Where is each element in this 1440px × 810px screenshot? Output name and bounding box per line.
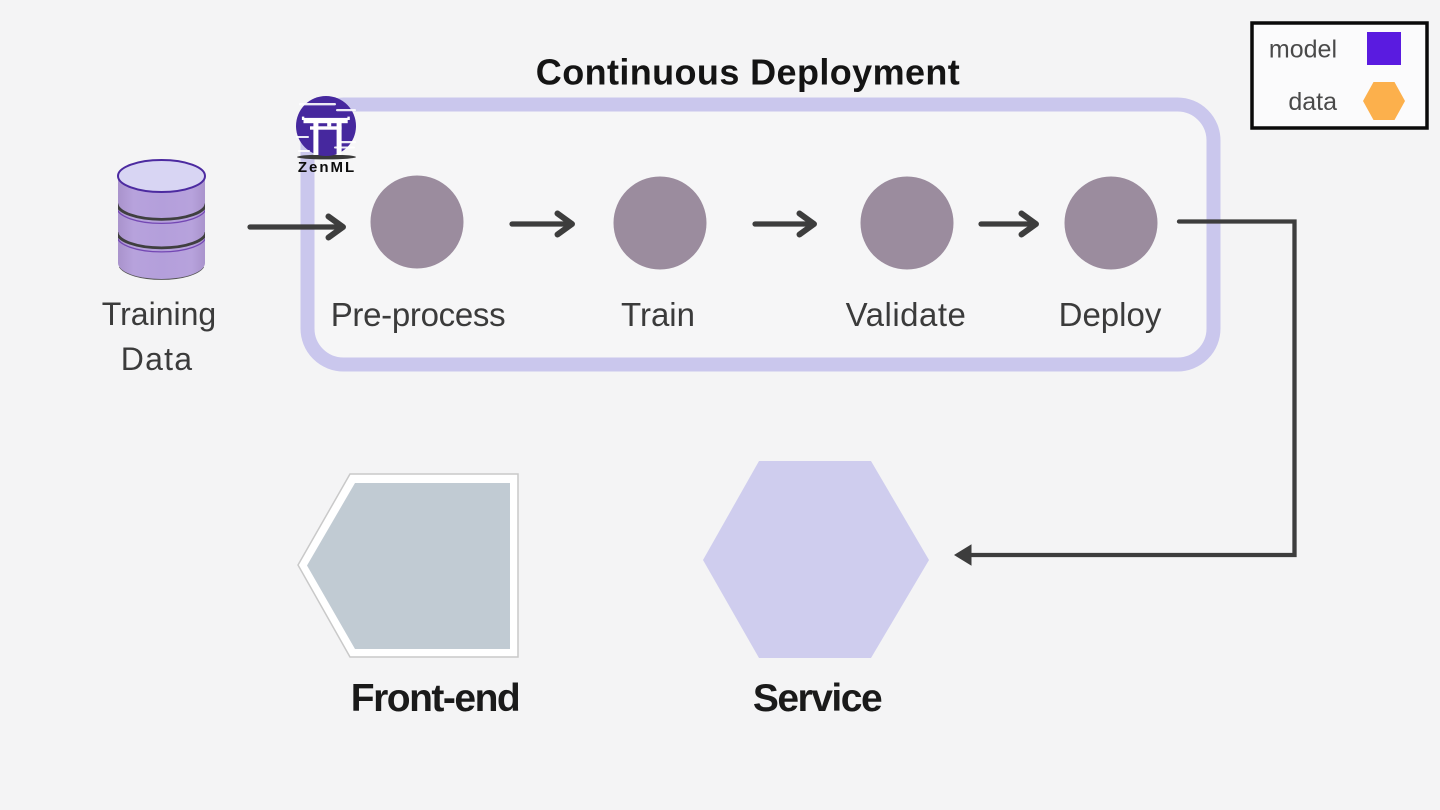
svg-text:Training: Training <box>102 296 216 332</box>
svg-text:ZenML: ZenML <box>298 159 356 176</box>
svg-text:Pre-process: Pre-process <box>331 296 506 333</box>
svg-text:Deploy: Deploy <box>1059 296 1162 333</box>
svg-text:Service: Service <box>753 677 882 720</box>
svg-text:Validate: Validate <box>846 296 967 333</box>
svg-text:Continuous Deployment: Continuous Deployment <box>536 52 960 93</box>
svg-text:Front-end: Front-end <box>351 677 519 720</box>
svg-text:Train: Train <box>621 296 695 333</box>
svg-text:Data: Data <box>121 341 193 377</box>
svg-text:data: data <box>1288 88 1337 116</box>
svg-text:model: model <box>1269 36 1337 64</box>
